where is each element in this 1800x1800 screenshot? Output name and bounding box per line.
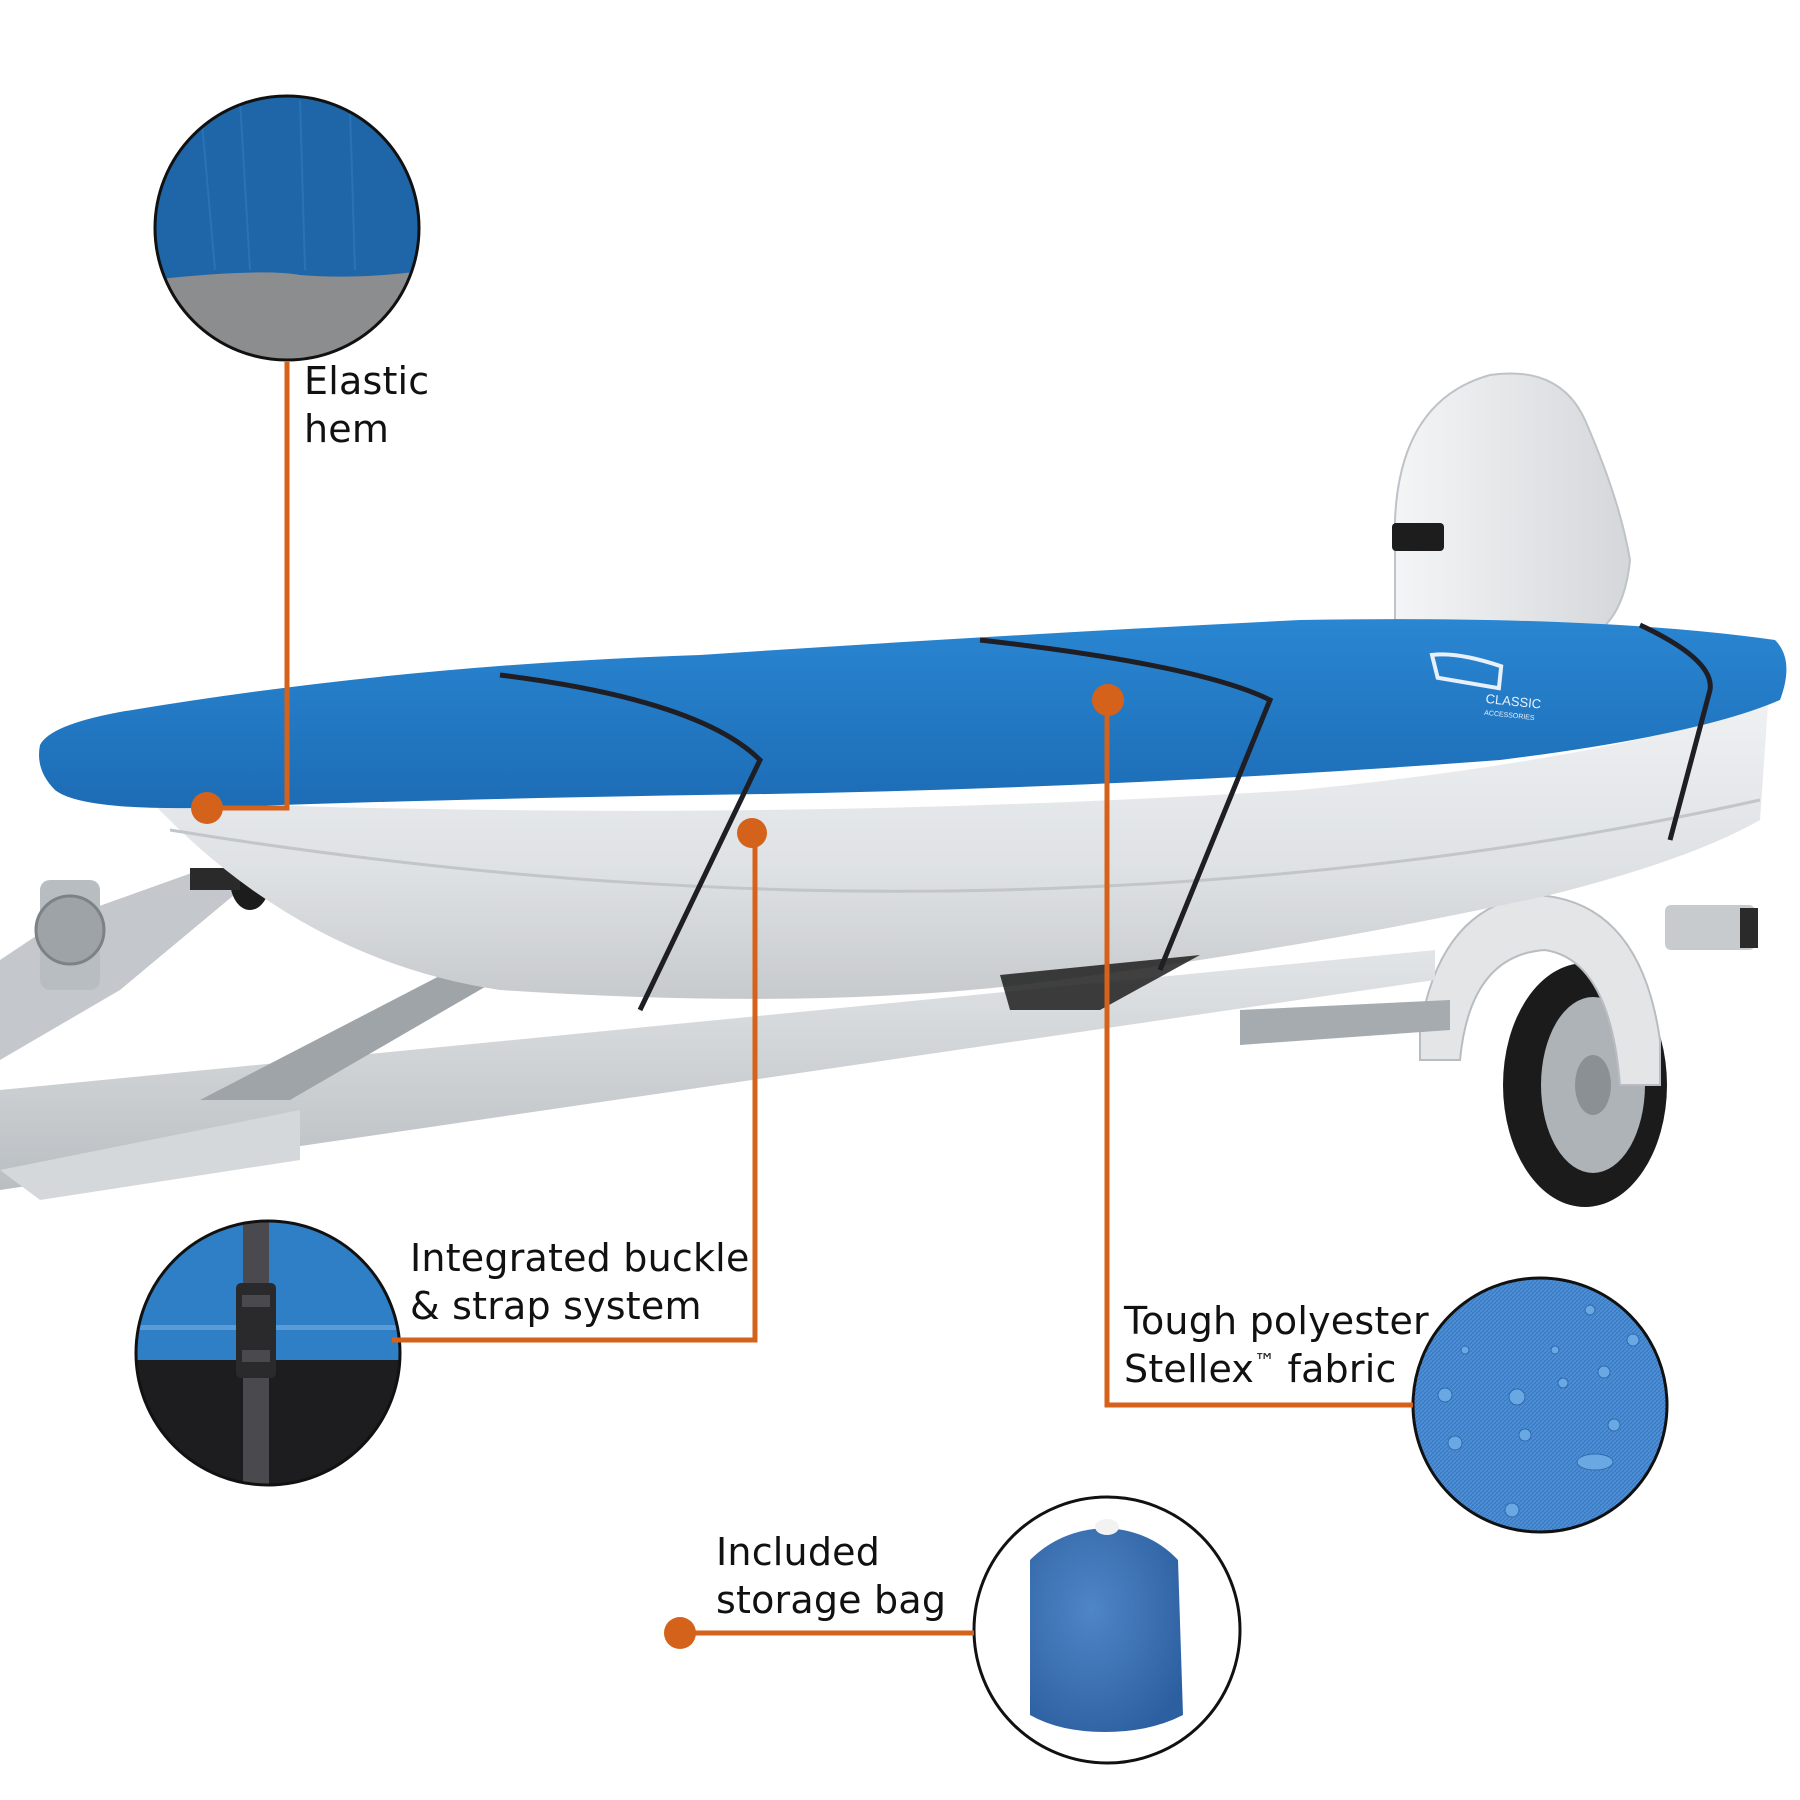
buckle-strap-label: Integrated buckle & strap system <box>410 1234 750 1330</box>
storage-bag-label: Included storage bag <box>716 1528 946 1624</box>
fabric-label-suffix: fabric <box>1275 1347 1397 1391</box>
elastic-hem-anchor-dot <box>191 792 223 824</box>
storage-bag-label-line-2: storage bag <box>716 1578 947 1622</box>
elastic-hem-leader-line <box>207 362 290 811</box>
buckle-strap-leader-line <box>392 833 758 1343</box>
fabric-label-line-2: Stellex™ fabric <box>1124 1345 1429 1393</box>
brand-logo-text: CLASSIC <box>1485 691 1542 712</box>
boat-hull <box>150 705 1768 1010</box>
cover-strap <box>979 637 1274 971</box>
boat-cover: CLASSIC ACCESSORIES <box>39 619 1787 1012</box>
buckle-strap-label-line-1: Integrated buckle <box>410 1236 750 1280</box>
fabric-leader-line <box>1104 700 1413 1408</box>
elastic-hem-label: Elastic hem <box>304 357 429 453</box>
trademark-symbol: ™ <box>1254 1349 1276 1374</box>
fabric-label-line-1: Tough polyester <box>1124 1299 1429 1343</box>
elastic-hem-detail-image <box>153 94 421 362</box>
cover-strap <box>499 672 764 1012</box>
trailer <box>0 850 1758 1207</box>
trailer-fender <box>1419 893 1661 1086</box>
storage-bag-label-line-1: Included <box>716 1530 881 1574</box>
motor-latch <box>1392 523 1444 551</box>
fabric-label: Tough polyester Stellex™ fabric <box>1124 1297 1429 1393</box>
callout-leaders <box>207 362 1413 1636</box>
elastic-hem-label-line-1: Elastic <box>304 359 430 403</box>
storage-bag-detail-image <box>972 1495 1242 1765</box>
cover-strap <box>1638 622 1713 841</box>
fabric-brand-name: Stellex <box>1124 1347 1255 1391</box>
storage-bag-anchor-dot <box>664 1617 696 1649</box>
buckle-strap-anchor-dot <box>737 818 767 848</box>
buckle-strap-label-line-2: & strap system <box>410 1284 702 1328</box>
outboard-motor <box>1392 372 1632 632</box>
buckle-strap-detail-image <box>134 1219 402 1487</box>
tail-light <box>1665 905 1755 950</box>
elastic-hem-label-line-2: hem <box>304 407 390 451</box>
fabric-detail-image <box>1411 1276 1669 1534</box>
fabric-anchor-dot <box>1092 684 1124 716</box>
callout-dots <box>191 684 1124 1649</box>
